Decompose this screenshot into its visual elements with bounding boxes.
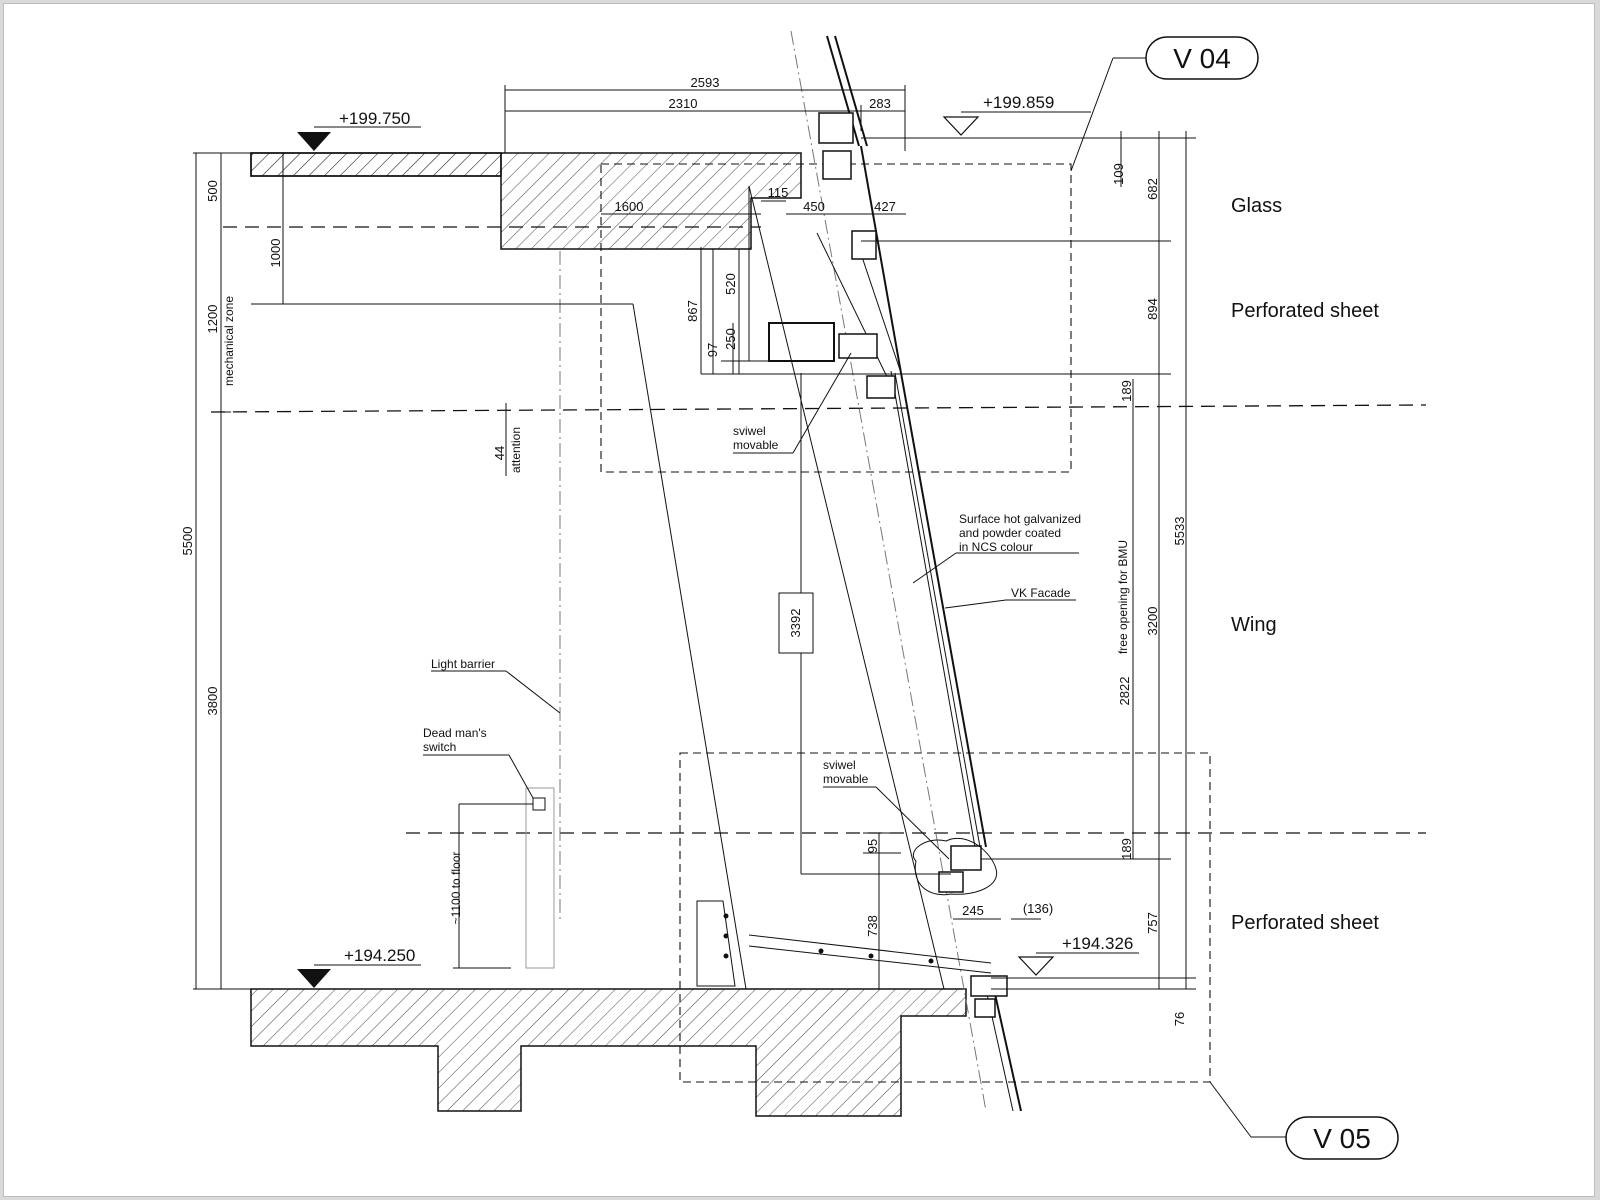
level-bottom-left: +194.250 [344, 946, 415, 965]
deadman-switch-device [453, 787, 555, 969]
zone-wing: Wing [1231, 614, 1277, 636]
callout-v05-label: V 05 [1313, 1123, 1371, 1154]
swivel-bottom-line2: movable [823, 772, 869, 786]
facade-profiles [768, 112, 1008, 1018]
zone-perforated-top: Perforated sheet [1231, 300, 1379, 322]
dim-95: 95 [865, 839, 880, 853]
dim-283: 283 [869, 96, 891, 111]
zone-glass: Glass [1231, 195, 1282, 217]
dim-5500: 5500 [180, 527, 195, 556]
dim-520: 520 [723, 273, 738, 295]
bmu-arm [251, 185, 992, 990]
dim-867: 867 [685, 300, 700, 322]
level-bottom-right: +194.326 [1062, 934, 1133, 953]
dim-5533: 5533 [1172, 517, 1187, 546]
swivel-top-line2: movable [733, 438, 779, 452]
dim-2593: 2593 [691, 75, 720, 90]
dim-245: 245 [962, 903, 984, 918]
top-slab [250, 152, 802, 250]
dim-136: (136) [1023, 901, 1053, 916]
dim-894: 894 [1145, 298, 1160, 320]
attention-label: attention [509, 427, 523, 473]
surface-note-line2: and powder coated [959, 526, 1061, 540]
swivel-bottom-line1: sviwel [823, 758, 856, 772]
level-marker-top-left: +199.750 [297, 109, 421, 151]
dim-450: 450 [803, 199, 825, 214]
mechanical-zone-label: mechanical zone [222, 296, 236, 386]
deadman-line2: switch [423, 740, 456, 754]
callout-v04[interactable]: V 04 [1145, 36, 1259, 80]
vk-facade-label: VK Facade [1011, 586, 1071, 600]
level-marker-bottom-left: +194.250 [297, 946, 421, 988]
dim-97: 97 [705, 343, 720, 357]
dimension-texts: 2593 2310 283 1600 115 450 427 500 1000 … [180, 75, 1187, 1026]
dim-682: 682 [1145, 178, 1160, 200]
dim-757: 757 [1145, 912, 1160, 934]
leaders [423, 57, 1286, 1138]
dim-427: 427 [874, 199, 896, 214]
level-marker-bottom-right: +194.326 [1017, 934, 1139, 976]
drawing-sheet: +199.750 +194.250 +199.859 +194.326 [3, 3, 1595, 1197]
dim-115: 115 [768, 185, 789, 200]
facade-section-drawing: +199.750 +194.250 +199.859 +194.326 [180, 30, 1427, 1160]
dim-1200: 1200 [205, 305, 220, 334]
dim-3392: 3392 [788, 609, 803, 638]
dim-189-bottom: 189 [1119, 838, 1134, 860]
free-opening-label: free opening for BMU [1116, 540, 1130, 654]
level-top-right: +199.859 [983, 93, 1054, 112]
dim-3800: 3800 [205, 687, 220, 716]
surface-note-line3: in NCS colour [959, 540, 1033, 554]
callout-v05[interactable]: V 05 [1285, 1116, 1399, 1160]
callout-v04-label: V 04 [1173, 43, 1231, 74]
dim-109: 109 [1111, 163, 1126, 185]
dim-44: 44 [492, 446, 507, 460]
surface-note-line1: Surface hot galvanized [959, 512, 1081, 526]
dim-189-top: 189 [1119, 380, 1134, 402]
bottom-slab [250, 988, 967, 1117]
light-barrier-label: Light barrier [431, 657, 495, 671]
dimension-lines [193, 85, 1196, 990]
zone-perforated-bottom: Perforated sheet [1231, 912, 1379, 934]
dim-500: 500 [205, 180, 220, 202]
dim-1600: 1600 [615, 199, 644, 214]
dim-2310: 2310 [669, 96, 698, 111]
level-marker-top-right: +199.859 [942, 93, 1091, 136]
dim-250: 250 [723, 328, 738, 350]
dim-1000: 1000 [268, 239, 283, 268]
facade-glazing [816, 35, 1022, 1112]
dim-3200: 3200 [1145, 607, 1160, 636]
to-floor-label: ~1100 to floor [449, 852, 463, 925]
dim-76: 76 [1172, 1012, 1187, 1026]
level-top-left: +199.750 [339, 109, 410, 128]
dim-2822: 2822 [1117, 677, 1132, 706]
swivel-top-line1: sviwel [733, 424, 766, 438]
deadman-line1: Dead man's [423, 726, 487, 740]
dim-738: 738 [865, 915, 880, 937]
